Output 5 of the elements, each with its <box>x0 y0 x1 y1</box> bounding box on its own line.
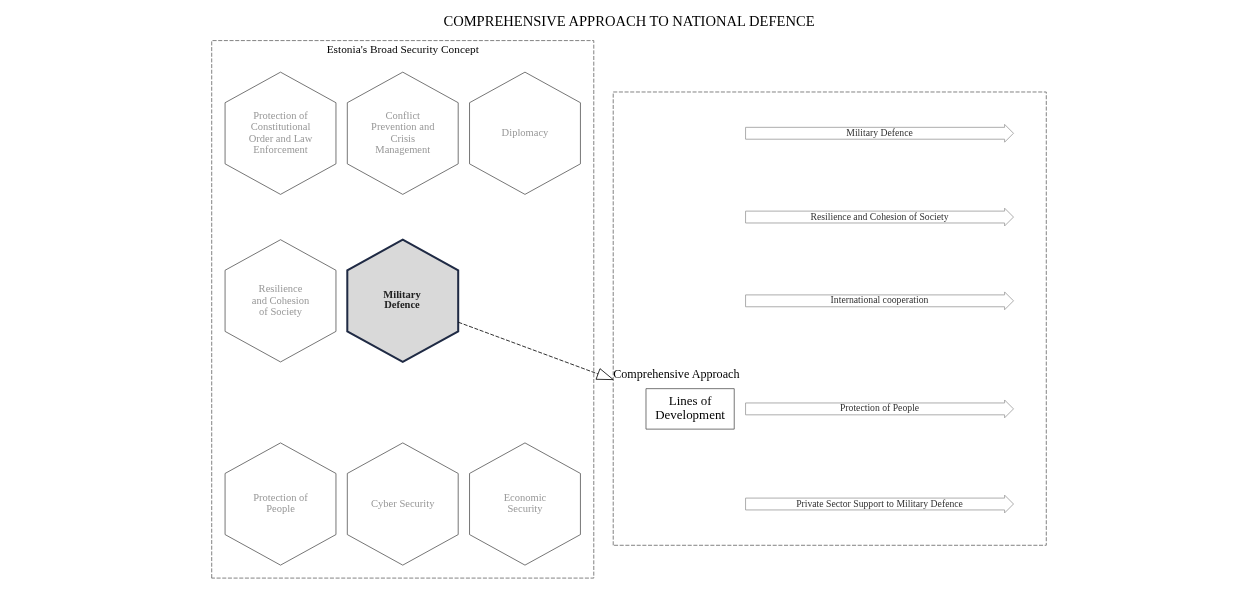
arrow <box>458 321 614 380</box>
edge-label: Comprehensive Approach <box>613 367 740 382</box>
cluster <box>612 91 1047 546</box>
diagram-title: COMPREHENSIVE APPROACH TO NATIONAL DEFENCE <box>443 13 815 30</box>
node-box: Lines of Development <box>645 388 735 430</box>
